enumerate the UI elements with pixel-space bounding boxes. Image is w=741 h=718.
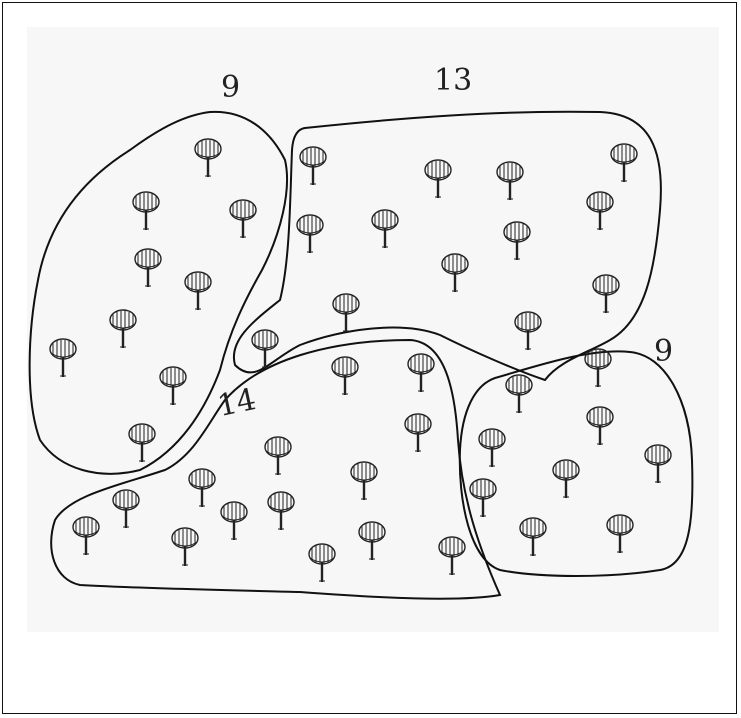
tree-icon bbox=[607, 515, 633, 553]
group-outline-top-left bbox=[30, 112, 287, 474]
tree-icon bbox=[587, 407, 613, 445]
tree-icon bbox=[135, 249, 161, 287]
tree-icon bbox=[405, 414, 431, 452]
group-outline-bottom-left bbox=[51, 340, 500, 599]
tree-icon bbox=[50, 339, 76, 377]
tree-icon bbox=[408, 354, 434, 392]
tree-icon bbox=[172, 528, 198, 566]
tree-icon bbox=[332, 357, 358, 395]
tree-icon bbox=[133, 192, 159, 230]
count-label-bottom-left: 14 bbox=[215, 382, 260, 424]
tree-icon bbox=[268, 492, 294, 530]
tree-icon bbox=[504, 222, 530, 260]
tree-icon bbox=[309, 544, 335, 582]
tree-icon bbox=[129, 424, 155, 462]
tree-icon bbox=[359, 522, 385, 560]
tree-icon bbox=[520, 518, 546, 556]
tree-icon bbox=[645, 445, 671, 483]
tree-icon bbox=[515, 312, 541, 350]
tree-icon bbox=[497, 162, 523, 200]
tree-icon bbox=[593, 275, 619, 313]
tree-icon bbox=[439, 537, 465, 575]
tree-icon bbox=[425, 160, 451, 198]
tree-icon bbox=[230, 200, 256, 238]
count-label-top-middle: 13 bbox=[434, 63, 472, 98]
tree-icon bbox=[553, 460, 579, 498]
tree-icon bbox=[221, 502, 247, 540]
tree-icon bbox=[189, 469, 215, 507]
tree-icon bbox=[160, 367, 186, 405]
tree-icon bbox=[333, 294, 359, 332]
tree-icon bbox=[113, 490, 139, 528]
tree-icon bbox=[587, 192, 613, 230]
tree-icon bbox=[351, 462, 377, 500]
tree-icon bbox=[611, 144, 637, 182]
tree-icon bbox=[110, 310, 136, 348]
count-label-top-left: 9 bbox=[221, 70, 240, 105]
tree-icon bbox=[300, 147, 326, 185]
tree-icon bbox=[297, 215, 323, 253]
tree-icon bbox=[73, 517, 99, 555]
count-label-bottom-right: 9 bbox=[654, 334, 673, 369]
tree-icon bbox=[265, 437, 291, 475]
tree-icon bbox=[195, 139, 221, 177]
tree-icon bbox=[372, 210, 398, 248]
tree-icon bbox=[442, 254, 468, 292]
tree-icon bbox=[185, 272, 211, 310]
tree-icon bbox=[479, 429, 505, 467]
tree-icon bbox=[470, 479, 496, 517]
group-outline-top-middle bbox=[234, 112, 661, 380]
tree-icon bbox=[506, 375, 532, 413]
